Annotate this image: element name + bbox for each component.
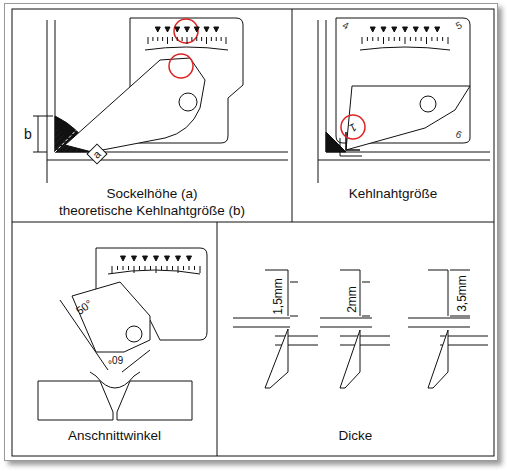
diagram-panel: Anschnittwinkel (12, 222, 217, 456)
scale-label: 3,5mm (456, 275, 469, 312)
scale-label: b (24, 128, 32, 141)
panel-caption: Dicke (217, 427, 494, 444)
scale-label: 60° (108, 353, 123, 366)
scale-label: 1,5mm (272, 278, 285, 315)
diagram-panel: Dicke (217, 222, 494, 456)
scale-label: 2mm (345, 286, 358, 313)
panel-caption: Sockelhöhe (a) (12, 185, 292, 202)
panel-caption: Kehlnahtgröße (292, 185, 494, 202)
diagram-panel: Kehlnahtgröße (292, 9, 494, 222)
diagram-panel: Sockelhöhe (a)theoretische Kehlnahtgröße… (12, 9, 292, 222)
panel-caption: theoretische Kehlnahtgröße (b) (12, 202, 292, 219)
panel-caption: Anschnittwinkel (12, 427, 217, 444)
